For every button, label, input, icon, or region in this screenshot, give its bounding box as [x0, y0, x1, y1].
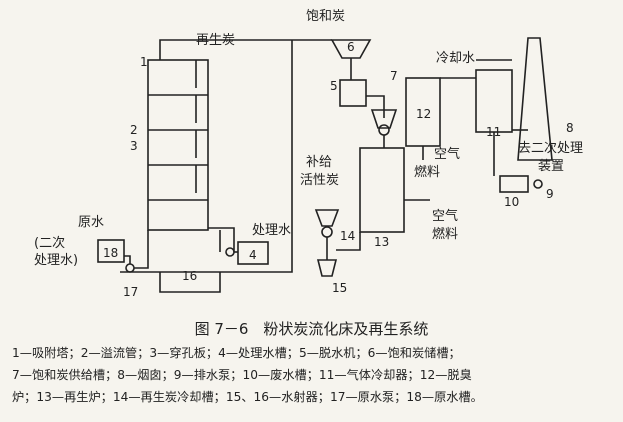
label-6: 6: [347, 40, 355, 54]
label-12: 12: [416, 107, 431, 121]
to-secondary-label-2: 装置: [538, 159, 564, 174]
label-2: 2: [130, 123, 138, 137]
secondary-label-2: 处理水): [34, 253, 78, 268]
label-16: 16: [182, 269, 197, 283]
chimney: [517, 37, 553, 161]
adsorption-tower: [147, 59, 209, 231]
air-label-2: 空气: [432, 208, 458, 224]
feed-tank: [370, 109, 398, 129]
legend-line: 7—饱和炭供给槽；8—烟囱；9—排水泵；10—废水槽；11—气体冷却器；12—脱…: [12, 368, 472, 382]
label-14: 14: [340, 229, 355, 243]
label-11: 11: [486, 125, 501, 139]
label-9: 9: [546, 187, 554, 201]
process-diagram: 再生炭 饱和炭 冷却水 空气 燃料 空气 燃料 去二次处理 装置 补给 活性炭 …: [34, 9, 583, 299]
treated-water-label: 处理水: [252, 223, 291, 238]
label-13: 13: [374, 235, 389, 249]
legend-line: 1—吸附塔；2—溢流管；3—穿孔板；4—处理水槽；5—脱水机；6—饱和炭储槽；: [12, 346, 461, 360]
label-18: 18: [103, 246, 118, 260]
raw-water-label: 原水: [78, 215, 104, 230]
figure-legend: 1—吸附塔；2—溢流管；3—穿孔板；4—处理水槽；5—脱水机；6—饱和炭储槽； …: [12, 342, 616, 408]
label-8: 8: [566, 121, 574, 135]
to-secondary-label-1: 去二次处理: [518, 140, 583, 156]
fuel-label-2: 燃料: [432, 226, 458, 242]
label-7: 7: [390, 69, 398, 83]
label-1: 1: [140, 55, 148, 69]
drain-pump: [533, 179, 543, 189]
saturated-carbon-storage: [330, 39, 372, 59]
gas-cooler: [475, 69, 513, 133]
label-3: 3: [130, 139, 138, 153]
label-5: 5: [330, 79, 338, 93]
fuel-label-1: 燃料: [414, 164, 440, 180]
cooling-water-label: 冷却水: [436, 51, 475, 66]
label-4: 4: [249, 248, 257, 262]
make-up-label-2: 活性炭: [300, 173, 339, 188]
regen-carbon-line: [159, 39, 300, 60]
bottom-transfer-line: [120, 40, 293, 273]
figure-caption: 图 7－6 粉状炭流化床及再生系统: [194, 320, 429, 338]
regeneration-furnace: [359, 147, 405, 233]
secondary-label-1: (二次: [34, 235, 65, 251]
ejector-15: [316, 237, 338, 277]
label-10: 10: [504, 195, 519, 209]
valve: [378, 124, 390, 136]
legend-line: 炉；13—再生炉；14—再生炭冷却槽；15、16—水射器；17—原水泵；18—原…: [12, 390, 483, 404]
label-17: 17: [123, 285, 138, 299]
saturated-carbon-label: 饱和炭: [306, 9, 345, 24]
regen-carbon-cooler: [314, 209, 340, 227]
label-15: 15: [332, 281, 347, 295]
valve: [321, 226, 333, 238]
air-label-1: 空气: [434, 146, 460, 162]
raw-water-tank: [97, 239, 125, 263]
waste-water-tank: [499, 175, 529, 193]
make-up-label-1: 补给: [306, 155, 332, 170]
pump: [225, 247, 235, 257]
dehydrator: [339, 79, 367, 107]
treated-water-tank: [237, 241, 269, 265]
ejector-16: [159, 272, 221, 293]
raw-water-pump: [125, 263, 135, 273]
regen-carbon-label: 再生炭: [196, 33, 235, 48]
